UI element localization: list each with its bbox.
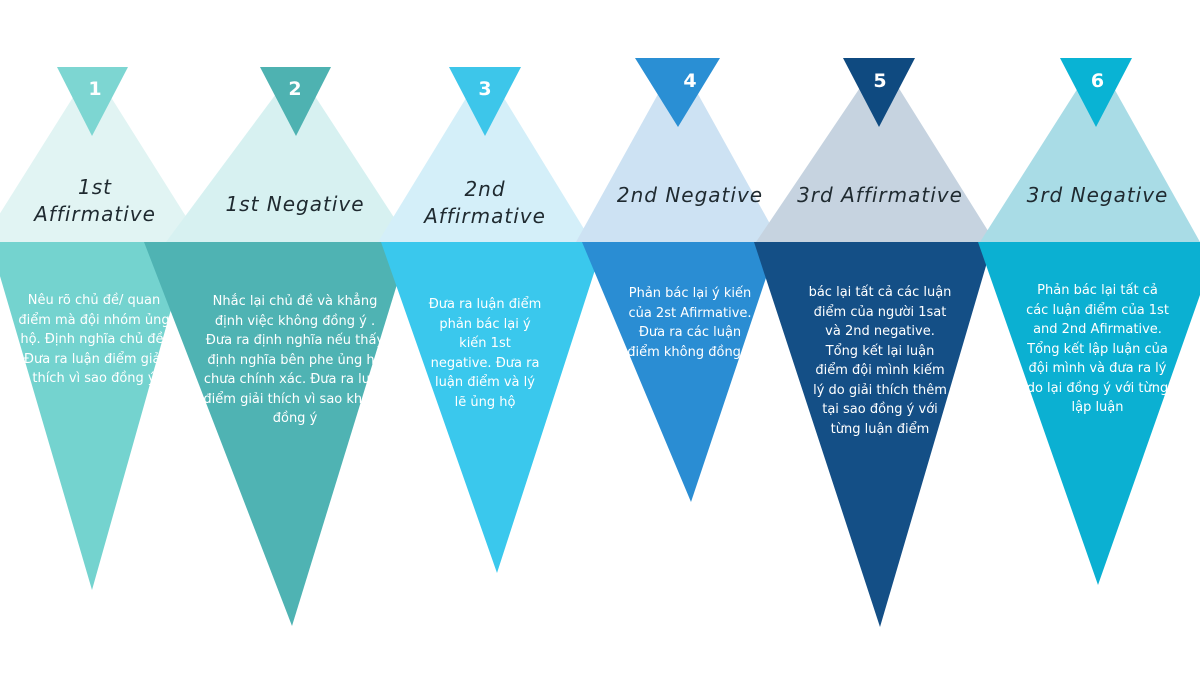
step-5-title-triangle xyxy=(756,58,995,242)
step-title-line: Affirmative xyxy=(34,202,156,226)
step-number: 1 xyxy=(88,78,102,100)
step-6: 6 3rd Negative Phản bác lại tất cả các l… xyxy=(995,0,1200,675)
step-description: Phản bác lại ý kiến của 2st Afirmative. … xyxy=(627,286,753,360)
step-description: Nêu rõ chủ đề/ quan điểm mà đội nhóm ủng… xyxy=(18,293,170,386)
step-4-title-triangle xyxy=(576,58,780,242)
step-title: 1st Affirmative xyxy=(0,174,190,228)
step-3-body-triangle xyxy=(381,242,604,573)
step-1-title-triangle xyxy=(0,67,202,242)
step-3-title-triangle xyxy=(378,67,592,242)
step-title-line: 1st Negative xyxy=(225,192,365,216)
step-5-number-marker xyxy=(843,58,915,127)
step-4: 4 2nd Negative Phản bác lại ý kiến của 2… xyxy=(595,0,785,675)
step-6-number-marker xyxy=(1060,58,1132,127)
step-number: 3 xyxy=(478,78,492,100)
step-number: 6 xyxy=(1090,70,1105,92)
step-title-line: 1st xyxy=(78,175,112,199)
step-3: 3 2nd Affirmative Đưa ra luận điểm phản … xyxy=(390,0,580,675)
step-1: 1 1st Affirmative Nêu rõ chủ đề/ quan đi… xyxy=(0,0,190,675)
step-title-line: 2nd Negative xyxy=(616,183,764,207)
step-title-line: 3rd Negative xyxy=(1026,183,1169,207)
step-6-body-triangle xyxy=(978,242,1200,585)
step-title: 3rd Negative xyxy=(995,182,1200,209)
step-2: 2 1st Negative Nhắc lại chủ đề và khẳng … xyxy=(200,0,390,675)
step-2-title-triangle xyxy=(166,67,410,242)
step-1-body-triangle xyxy=(0,242,190,590)
step-4-number-marker xyxy=(635,58,720,127)
step-title: 2nd Affirmative xyxy=(390,176,580,230)
step-title-line: 3rd Affirmative xyxy=(797,183,963,207)
step-title-line: 2nd xyxy=(464,177,506,201)
step-title: 3rd Affirmative xyxy=(780,182,980,209)
step-description: bác lại tất cả các luận điểm của người 1… xyxy=(808,285,952,437)
step-2-body-triangle xyxy=(144,242,410,626)
step-5: 5 3rd Affirmative bác lại tất cả các luậ… xyxy=(780,0,980,675)
step-6-title-triangle xyxy=(980,58,1200,242)
step-description: Nhắc lại chủ đề và khẳng định việc không… xyxy=(203,294,387,426)
step-5-body-triangle xyxy=(754,242,993,627)
step-description: Phản bác lại tất cả các luận điểm của 1s… xyxy=(1026,283,1169,415)
step-2-number-marker xyxy=(260,67,331,136)
step-3-number-marker xyxy=(449,67,521,136)
step-title: 2nd Negative xyxy=(595,182,785,209)
step-4-body-triangle xyxy=(582,242,778,502)
step-number: 5 xyxy=(873,70,887,92)
step-number: 2 xyxy=(288,78,302,100)
step-title-line: Affirmative xyxy=(424,204,546,228)
step-1-number-marker xyxy=(57,67,128,136)
step-description: Đưa ra luận điểm phản bác lại ý kiến 1st… xyxy=(428,297,542,410)
step-title: 1st Negative xyxy=(200,191,390,218)
step-number: 4 xyxy=(683,70,697,92)
